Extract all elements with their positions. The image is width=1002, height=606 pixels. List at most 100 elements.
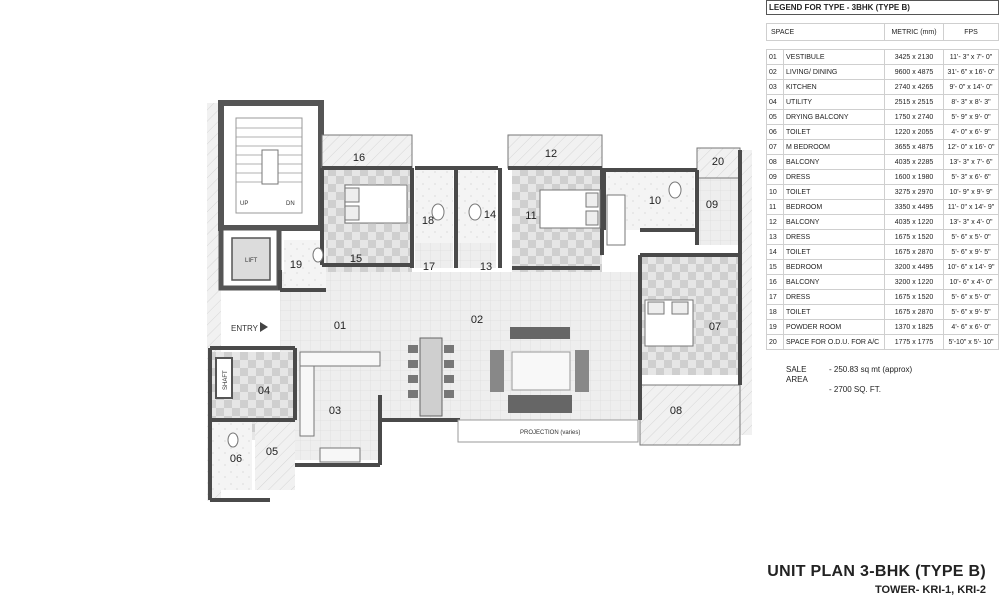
legend-row-number: 02 (766, 64, 784, 80)
legend-row-number: 01 (766, 49, 784, 65)
legend-row-number: 10 (766, 184, 784, 200)
shaft-label: SHAFT (223, 370, 229, 390)
legend-row-fps: 5'- 3" x 6'- 6" (943, 169, 999, 185)
legend-row-space: KITCHEN (783, 79, 885, 95)
legend-row-metric: 1675 x 2870 (884, 244, 944, 260)
legend-row-fps: 5'- 6" x 9'- 5" (943, 244, 999, 260)
stair-core: UP DN (218, 100, 324, 231)
legend-row-metric: 2740 x 4265 (884, 79, 944, 95)
legend-row-number: 17 (766, 289, 784, 305)
legend-row-fps: 5'- 6" x 5'- 0" (943, 229, 999, 245)
room-label-20: 20 (712, 156, 724, 168)
plan-title: UNIT PLAN 3-BHK (TYPE B) (767, 563, 986, 580)
floor-plan: UP DN LIFT (207, 100, 752, 502)
sale-area-label: SALE AREA (786, 365, 808, 384)
room-label-09: 09 (706, 199, 718, 211)
legend-row-fps: 5'- 6" x 9'- 5" (943, 304, 999, 320)
legend-row-metric: 2515 x 2515 (884, 94, 944, 110)
sale-area: SALE AREA - 250.83 sq mt (approx) - 2700… (786, 365, 912, 395)
room-label-08: 08 (670, 405, 682, 417)
legend-row-metric: 1370 x 1825 (884, 319, 944, 335)
projection-label: PROJECTION (varies) (520, 430, 580, 436)
beds (344, 184, 694, 347)
legend-row-space: DRESS (783, 289, 885, 305)
dining-set (408, 337, 454, 417)
legend-row-number: 13 (766, 229, 784, 245)
legend-row-fps: 11'- 0" x 14'- 9" (943, 199, 999, 215)
room-label-07: 07 (709, 321, 721, 333)
legend-row-space: M BEDROOM (783, 139, 885, 155)
legend-row-fps: 31'- 6" x 16'- 0" (943, 64, 999, 80)
room-label-04: 04 (258, 385, 270, 397)
legend-row-number: 05 (766, 109, 784, 125)
legend-title: LEGEND FOR TYPE - 3BHK (TYPE B) (766, 0, 999, 15)
sale-area-fps: - 2700 SQ. FT. (829, 385, 882, 394)
room-label-11: 11 (525, 210, 536, 222)
entry-label: ENTRY (231, 324, 259, 333)
room-label-19: 19 (290, 259, 302, 271)
legend-row-fps: 5'- 9" x 9'- 0" (943, 109, 999, 125)
legend-row-metric: 3350 x 4495 (884, 199, 944, 215)
legend-row-number: 20 (766, 334, 784, 350)
sofa-set (490, 327, 589, 413)
legend-row-metric: 1675 x 1520 (884, 289, 944, 305)
legend-row-number: 12 (766, 214, 784, 230)
legend-header-metric: METRIC (mm) (884, 23, 944, 41)
legend-row-fps: 9'- 0" x 14'- 0" (943, 79, 999, 95)
room-label-17: 17 (423, 261, 435, 273)
legend-row-number: 15 (766, 259, 784, 275)
legend-row-space: TOILET (783, 244, 885, 260)
room-label-10: 10 (649, 195, 661, 207)
legend-row-fps: 13'- 3" x 4'- 0" (943, 214, 999, 230)
legend-row-fps: 4'- 0" x 6'- 9" (943, 124, 999, 140)
legend-row-metric: 1675 x 1520 (884, 229, 944, 245)
room-label-18: 18 (422, 215, 434, 227)
room-label-13: 13 (480, 261, 492, 273)
legend-row-fps: 4'- 6" x 6'- 0" (943, 319, 999, 335)
floor-areas (212, 168, 740, 490)
legend-row-number: 09 (766, 169, 784, 185)
legend-row-fps: 5'- 6" x 5'- 0" (943, 289, 999, 305)
legend-row-space: TOILET (783, 124, 885, 140)
room-label-16: 16 (353, 152, 365, 164)
legend-row-number: 03 (766, 79, 784, 95)
legend-row-metric: 3275 x 2970 (884, 184, 944, 200)
legend-row-space: POWDER ROOM (783, 319, 885, 335)
legend-row-space: VESTIBULE (783, 49, 885, 65)
legend-header-space: SPACE (766, 23, 885, 41)
lift-label: LIFT (245, 258, 258, 264)
legend-row-fps: 5'-10" x 5'- 10" (943, 334, 999, 350)
legend-row-metric: 3200 x 1220 (884, 274, 944, 290)
room-label-14: 14 (484, 209, 496, 221)
legend-row-space: BALCONY (783, 274, 885, 290)
legend-table: LEGEND FOR TYPE - 3BHK (TYPE B) SPACE ME… (766, 0, 999, 350)
room-label-03: 03 (329, 405, 341, 417)
legend-row-fps: 11'- 3" x 7'- 0" (943, 49, 999, 65)
walls (208, 150, 742, 502)
legend-row-space: BALCONY (783, 154, 885, 170)
legend-row-metric: 3655 x 4875 (884, 139, 944, 155)
legend-row-metric: 3425 x 2130 (884, 49, 944, 65)
legend-header-fps: FPS (943, 23, 999, 41)
legend-row-space: LIVING/ DINING (783, 64, 885, 80)
stair-up-label: UP (240, 201, 248, 207)
legend-row-fps: 8'- 3" x 8'- 3" (943, 94, 999, 110)
legend-row-space: BEDROOM (783, 259, 885, 275)
legend-row-number: 07 (766, 139, 784, 155)
legend-row-fps: 10'- 9" x 9'- 9" (943, 184, 999, 200)
legend-row-metric: 4035 x 2285 (884, 154, 944, 170)
entry-marker: ENTRY (231, 322, 268, 333)
